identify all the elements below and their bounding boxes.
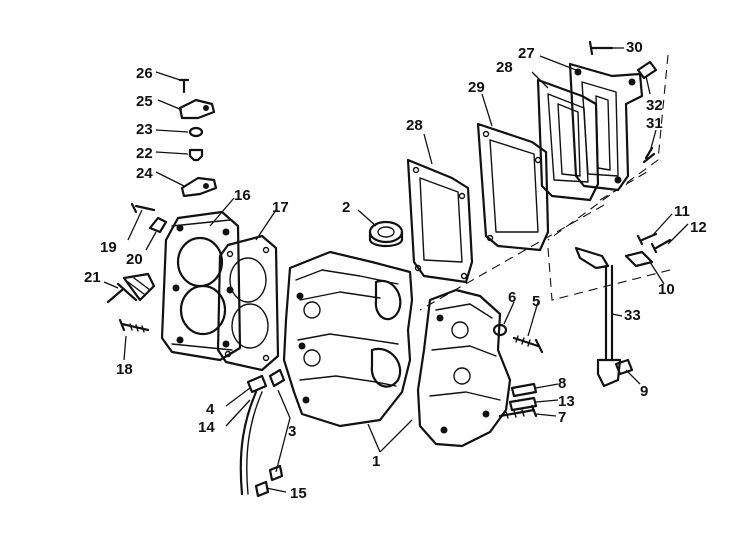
alignment-lines [419,54,671,311]
callout-20: 20 [126,251,143,268]
callout-32: 32 [646,97,663,114]
callout-11: 11 [674,203,690,220]
leader-lines [103,47,689,493]
exhaust-plate [476,122,550,252]
callout-4: 4 [206,401,215,418]
callout-19: 19 [100,239,117,256]
head-gasket [216,234,280,372]
callout-30: 30 [626,39,643,56]
callout-3: 3 [288,423,296,440]
exhaust-gasket-inner [406,158,474,284]
exhaust-cover [568,62,644,192]
callout-23: 23 [136,121,153,138]
callout-5: 5 [532,293,540,310]
callout-labels: 1 2 3 4 5 6 7 8 9 10 11 12 13 14 15 16 1… [84,39,707,502]
callout-31: 31 [646,115,663,132]
callout-18: 18 [116,361,133,378]
callout-26: 26 [136,65,153,82]
callout-10: 10 [658,281,675,298]
callout-22: 22 [136,145,153,162]
callout-15: 15 [290,485,307,502]
crankcase-half [416,288,512,448]
hardware-parts [106,40,672,498]
callout-16: 16 [234,187,251,204]
callout-17: 17 [272,199,289,216]
callout-25: 25 [136,93,153,110]
cylinder-block [282,250,414,428]
callout-27: 27 [518,45,535,62]
callout-28-left: 28 [406,117,423,134]
callout-8: 8 [558,375,566,392]
callout-13: 13 [558,393,575,410]
callout-12: 12 [690,219,707,236]
callout-33: 33 [624,307,641,324]
callout-6: 6 [508,289,516,306]
callout-28-right: 28 [496,59,513,76]
cylinder-head [160,210,242,362]
callout-29: 29 [468,79,485,96]
callout-21: 21 [84,269,101,286]
callout-7: 7 [558,409,566,426]
callout-2: 2 [342,199,350,216]
callout-9: 9 [640,383,648,400]
callout-14: 14 [198,419,215,436]
seal [368,220,404,248]
callout-24: 24 [136,165,153,182]
callout-1: 1 [372,453,380,470]
